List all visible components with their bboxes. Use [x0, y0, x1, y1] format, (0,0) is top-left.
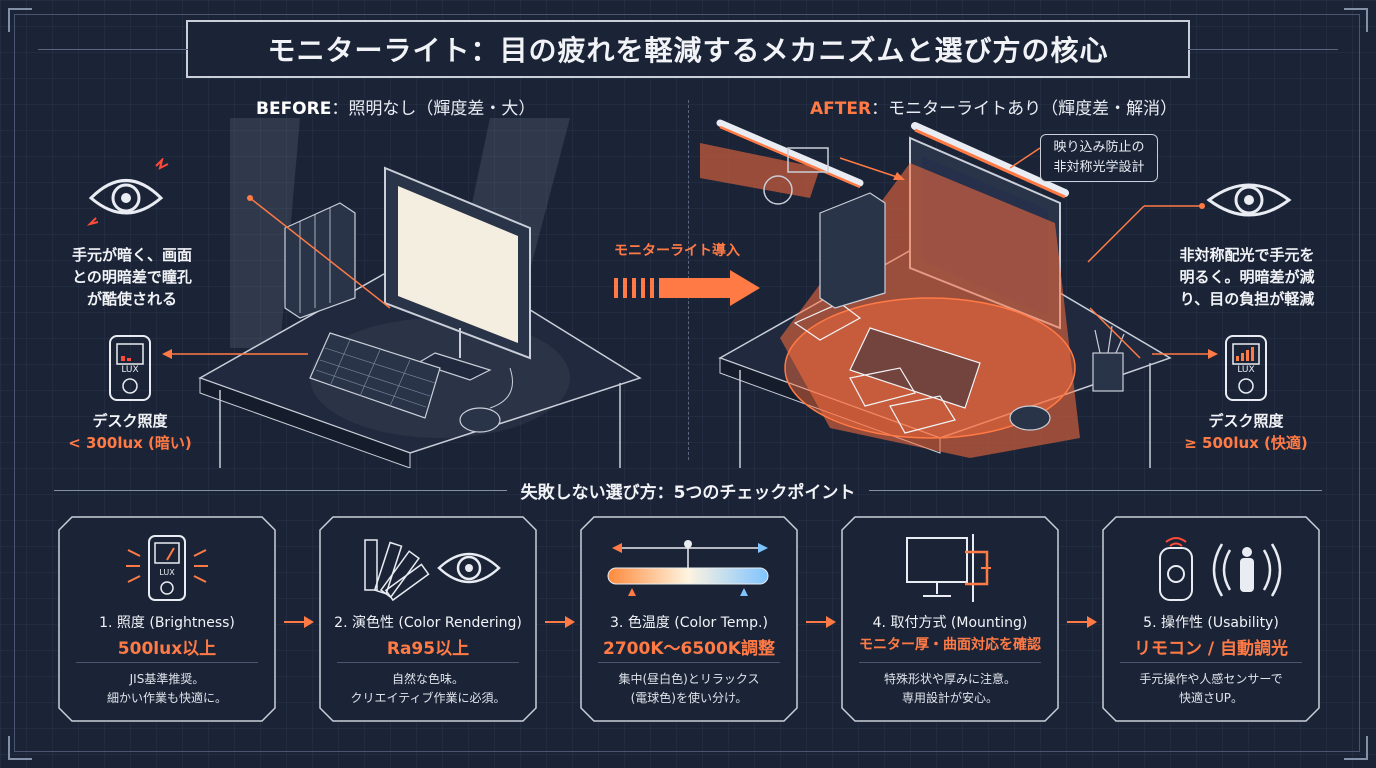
after-eye-text-line: り、目の負担が軽減: [1179, 290, 1315, 308]
after-desk-label: デスク照度: [1208, 412, 1284, 430]
frame-corner: [1344, 736, 1368, 760]
card-separator: [1120, 662, 1302, 663]
after-meter-arrow: [1152, 349, 1218, 359]
lux-meter-high-icon: [1225, 335, 1267, 401]
card-title: 5. 操作性 (Usability): [1143, 615, 1279, 631]
after-eye-text: 非対称配光で手元を 明るく。明暗差が減 り、目の負担が軽減: [1162, 244, 1332, 310]
after-eye-text-line: 非対称配光で手元を: [1179, 246, 1315, 264]
card-spec: リモコン / 自動調光: [1133, 639, 1289, 659]
after-section-label: AFTER：モニターライトあり（輝度差・解消）: [810, 94, 1177, 119]
checkpoints-title: 失敗しない選び方：5つのチェックポイント: [520, 482, 856, 503]
eye-strain-icon: [86, 158, 169, 226]
transition-arrow: [614, 270, 760, 306]
card-description: 手元操作や人感センサーで 快適さUP。: [1102, 670, 1320, 708]
card-description: 特殊形状や厚みに注意。 専用設計が安心。: [841, 670, 1059, 708]
card-title: 1. 照度 (Brightness): [99, 615, 235, 631]
outer-frame: [14, 14, 1360, 752]
checkpoint-card-brightness: LUX 1. 照度 (Brightness) 500lux以上 JIS基準推奨。…: [58, 516, 276, 722]
card-description-line: 手元操作や人感センサーで: [1139, 672, 1283, 686]
after-eye-text-line: 明るく。明暗差が減: [1179, 268, 1315, 286]
lux-meter-low-icon: [109, 335, 151, 401]
card-description: 集中(昼白色)とリラックス (電球色)を使い分け。: [580, 670, 798, 708]
after-eye-connector: [1087, 203, 1205, 263]
before-desk-illustration: [198, 118, 642, 468]
remote-sensor-icon: [1159, 537, 1282, 601]
card-title: 2. 演色性 (Color Rendering): [334, 615, 522, 631]
card-spec: モニター厚・曲面対応を確認: [859, 637, 1041, 653]
card-description-line: JIS基準推奨。: [129, 672, 205, 686]
card-arrow: [284, 616, 314, 628]
before-eye-text: 手元が暗く、画面 との明暗差で瞳孔 が酷使される: [56, 244, 208, 310]
card-spec: 500lux以上: [117, 639, 217, 659]
card-separator: [598, 662, 780, 663]
card-description-line: (電球色)を使い分け。: [630, 691, 748, 705]
frame-corner: [1344, 8, 1368, 32]
card-arrow: [806, 616, 836, 628]
callout-line: 映り込み防止の: [1053, 140, 1145, 155]
before-tag: BEFORE: [256, 99, 332, 119]
card-border: [319, 516, 537, 722]
card-border: [841, 516, 1059, 722]
before-eye-text-line: が酷使される: [86, 290, 177, 308]
page-title: モニターライト：目の疲れを軽減するメカニズムと選び方の核心: [38, 20, 1338, 78]
before-desk-label: デスク照度: [92, 412, 168, 430]
card-description-line: 集中(昼白色)とリラックス: [618, 672, 760, 686]
card-separator: [859, 662, 1041, 663]
card-separator: [337, 662, 519, 663]
card-description-line: 特殊形状や厚みに注意。: [883, 672, 1016, 686]
card-title: 4. 取付方式 (Mounting): [872, 615, 1028, 631]
card-description-line: 自然な色味。: [391, 672, 464, 686]
card-border: [58, 516, 276, 722]
card-description-line: クリエイティブ作業に必須。: [350, 691, 506, 705]
card-spec: 2700K～6500K調整: [603, 639, 775, 659]
card-description-line: 快適さUP。: [1178, 691, 1244, 705]
card-icon-label: LUX: [159, 568, 175, 577]
card-spec: Ra95以上: [386, 639, 470, 659]
card-border: [1102, 516, 1320, 722]
checkpoint-card-mounting: 4. 取付方式 (Mounting) モニター厚・曲面対応を確認 特殊形状や厚み…: [841, 516, 1059, 722]
page-title-text: モニターライト：目の疲れを軽減するメカニズムと選び方の核心: [267, 34, 1109, 67]
frame-corner: [8, 8, 32, 32]
checkpoints-header: 失敗しない選び方：5つのチェックポイント: [40, 478, 1336, 503]
callout-line: 非対称光学設計: [1053, 160, 1145, 175]
checkpoint-card-color-temp: 3. 色温度 (Color Temp.) 2700K～6500K調整 集中(昼白…: [580, 516, 798, 722]
after-tag: AFTER: [810, 99, 872, 119]
before-desk-illuminance: デスク照度 < 300lux (暗い): [60, 410, 200, 454]
checkpoint-card-usability: 5. 操作性 (Usability) リモコン / 自動調光 手元操作や人感セン…: [1102, 516, 1320, 722]
checkpoint-card-color-rendering: 2. 演色性 (Color Rendering) Ra95以上 自然な色味。 ク…: [319, 516, 537, 722]
card-description-line: 専用設計が安心。: [901, 691, 998, 705]
color-swatch-eye-icon: [364, 539, 501, 602]
frame-corner: [8, 736, 32, 760]
card-description: JIS基準推奨。 細かい作業も快適に。: [58, 670, 276, 708]
before-eye-text-line: との明暗差で瞳孔: [72, 268, 192, 286]
card-title: 3. 色温度 (Color Temp.): [610, 615, 768, 631]
lux-meter-icon: [126, 535, 208, 601]
card-border: [580, 516, 798, 722]
after-desk-illustration: [700, 119, 1172, 468]
card-description: 自然な色味。 クリエイティブ作業に必須。: [319, 670, 537, 708]
before-label: ：照明なし（輝度差・大）: [331, 99, 536, 119]
card-arrow: [1067, 616, 1097, 628]
before-eye-text-line: 手元が暗く、画面: [71, 246, 192, 264]
relaxed-eye-icon: [1206, 183, 1292, 217]
before-meter-label: LUX: [121, 365, 139, 375]
before-section-label: BEFORE：照明なし（輝度差・大）: [256, 94, 535, 119]
monitor-clamp-icon: [906, 534, 991, 602]
after-meter-label: LUX: [1237, 365, 1255, 375]
before-meter-arrow: [162, 349, 308, 359]
before-desk-value: < 300lux (暗い): [68, 434, 192, 452]
card-separator: [76, 662, 258, 663]
after-desk-value: ≥ 500lux (快適): [1184, 434, 1308, 452]
card-arrow: [545, 616, 575, 628]
transition-label: モニターライト導入: [614, 243, 740, 259]
anti-glare-callout: 映り込み防止の 非対称光学設計: [1040, 134, 1158, 182]
color-temp-slider-icon: [607, 540, 769, 596]
after-desk-illuminance: デスク照度 ≥ 500lux (快適): [1176, 410, 1316, 454]
card-description-line: 細かい作業も快適に。: [106, 691, 227, 705]
after-label: ：モニターライトあり（輝度差・解消）: [871, 99, 1178, 119]
